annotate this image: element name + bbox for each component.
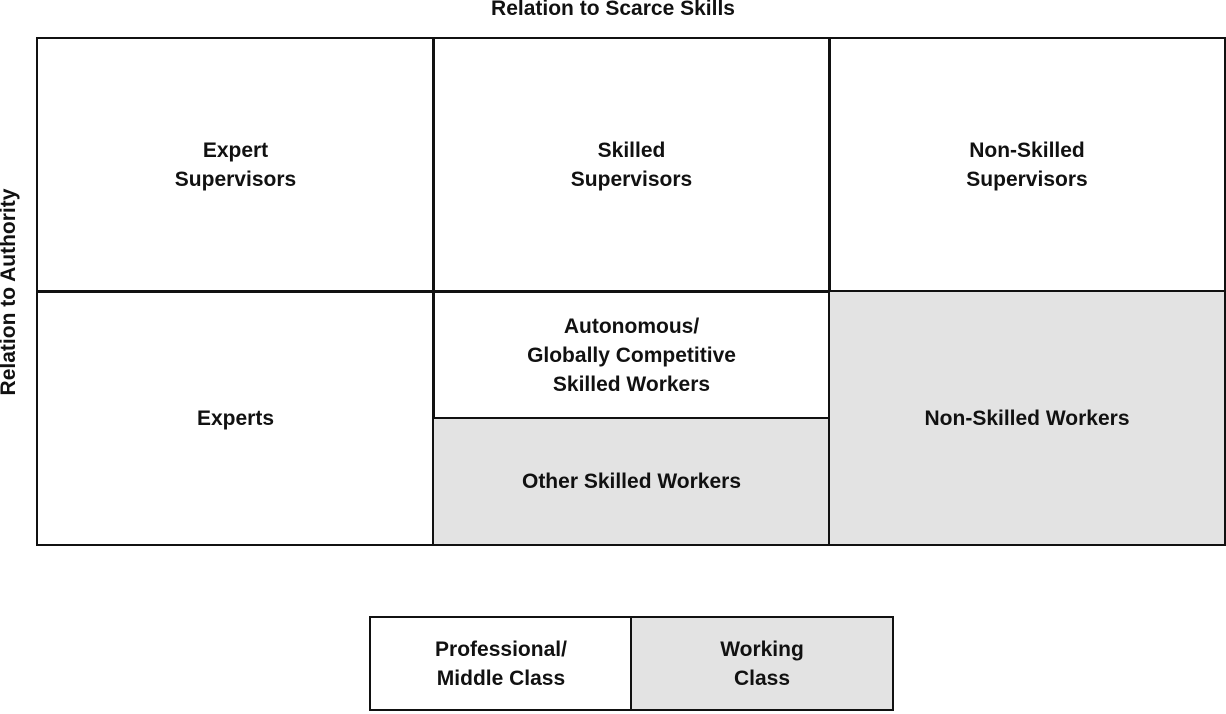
cell-label: Expert Supervisors xyxy=(174,139,297,191)
legend-label: Professional/ Middle Class xyxy=(435,637,567,690)
cell-non-skilled-workers: Non-Skilled Workers xyxy=(828,290,1226,546)
legend-working-class: Working Class xyxy=(630,616,894,711)
cell-label: Other Skilled Workers xyxy=(521,470,742,493)
cell-experts: Experts xyxy=(36,290,435,546)
cell-expert-supervisors: Expert Supervisors xyxy=(36,37,435,293)
cell-non-skilled-supervisors: Non-Skilled Supervisors xyxy=(828,37,1226,293)
cell-other-skilled-workers: Other Skilled Workers xyxy=(432,417,831,546)
cell-skilled-supervisors: Skilled Supervisors xyxy=(432,37,831,293)
legend-label: Working Class xyxy=(720,637,804,690)
cell-label: Non-Skilled Supervisors xyxy=(966,139,1088,191)
y-axis-title: Relation to Authority xyxy=(0,188,20,396)
legend-professional-middle-class: Professional/ Middle Class xyxy=(369,616,633,711)
cell-label: Autonomous/ Globally Competitive Skilled… xyxy=(527,314,736,396)
cell-label: Skilled Supervisors xyxy=(570,139,693,191)
x-axis-title: Relation to Scarce Skills xyxy=(491,0,735,20)
cell-label: Non-Skilled Workers xyxy=(924,406,1130,430)
cell-autonomous-skilled-workers: Autonomous/ Globally Competitive Skilled… xyxy=(432,290,831,420)
cell-label: Experts xyxy=(196,406,275,430)
